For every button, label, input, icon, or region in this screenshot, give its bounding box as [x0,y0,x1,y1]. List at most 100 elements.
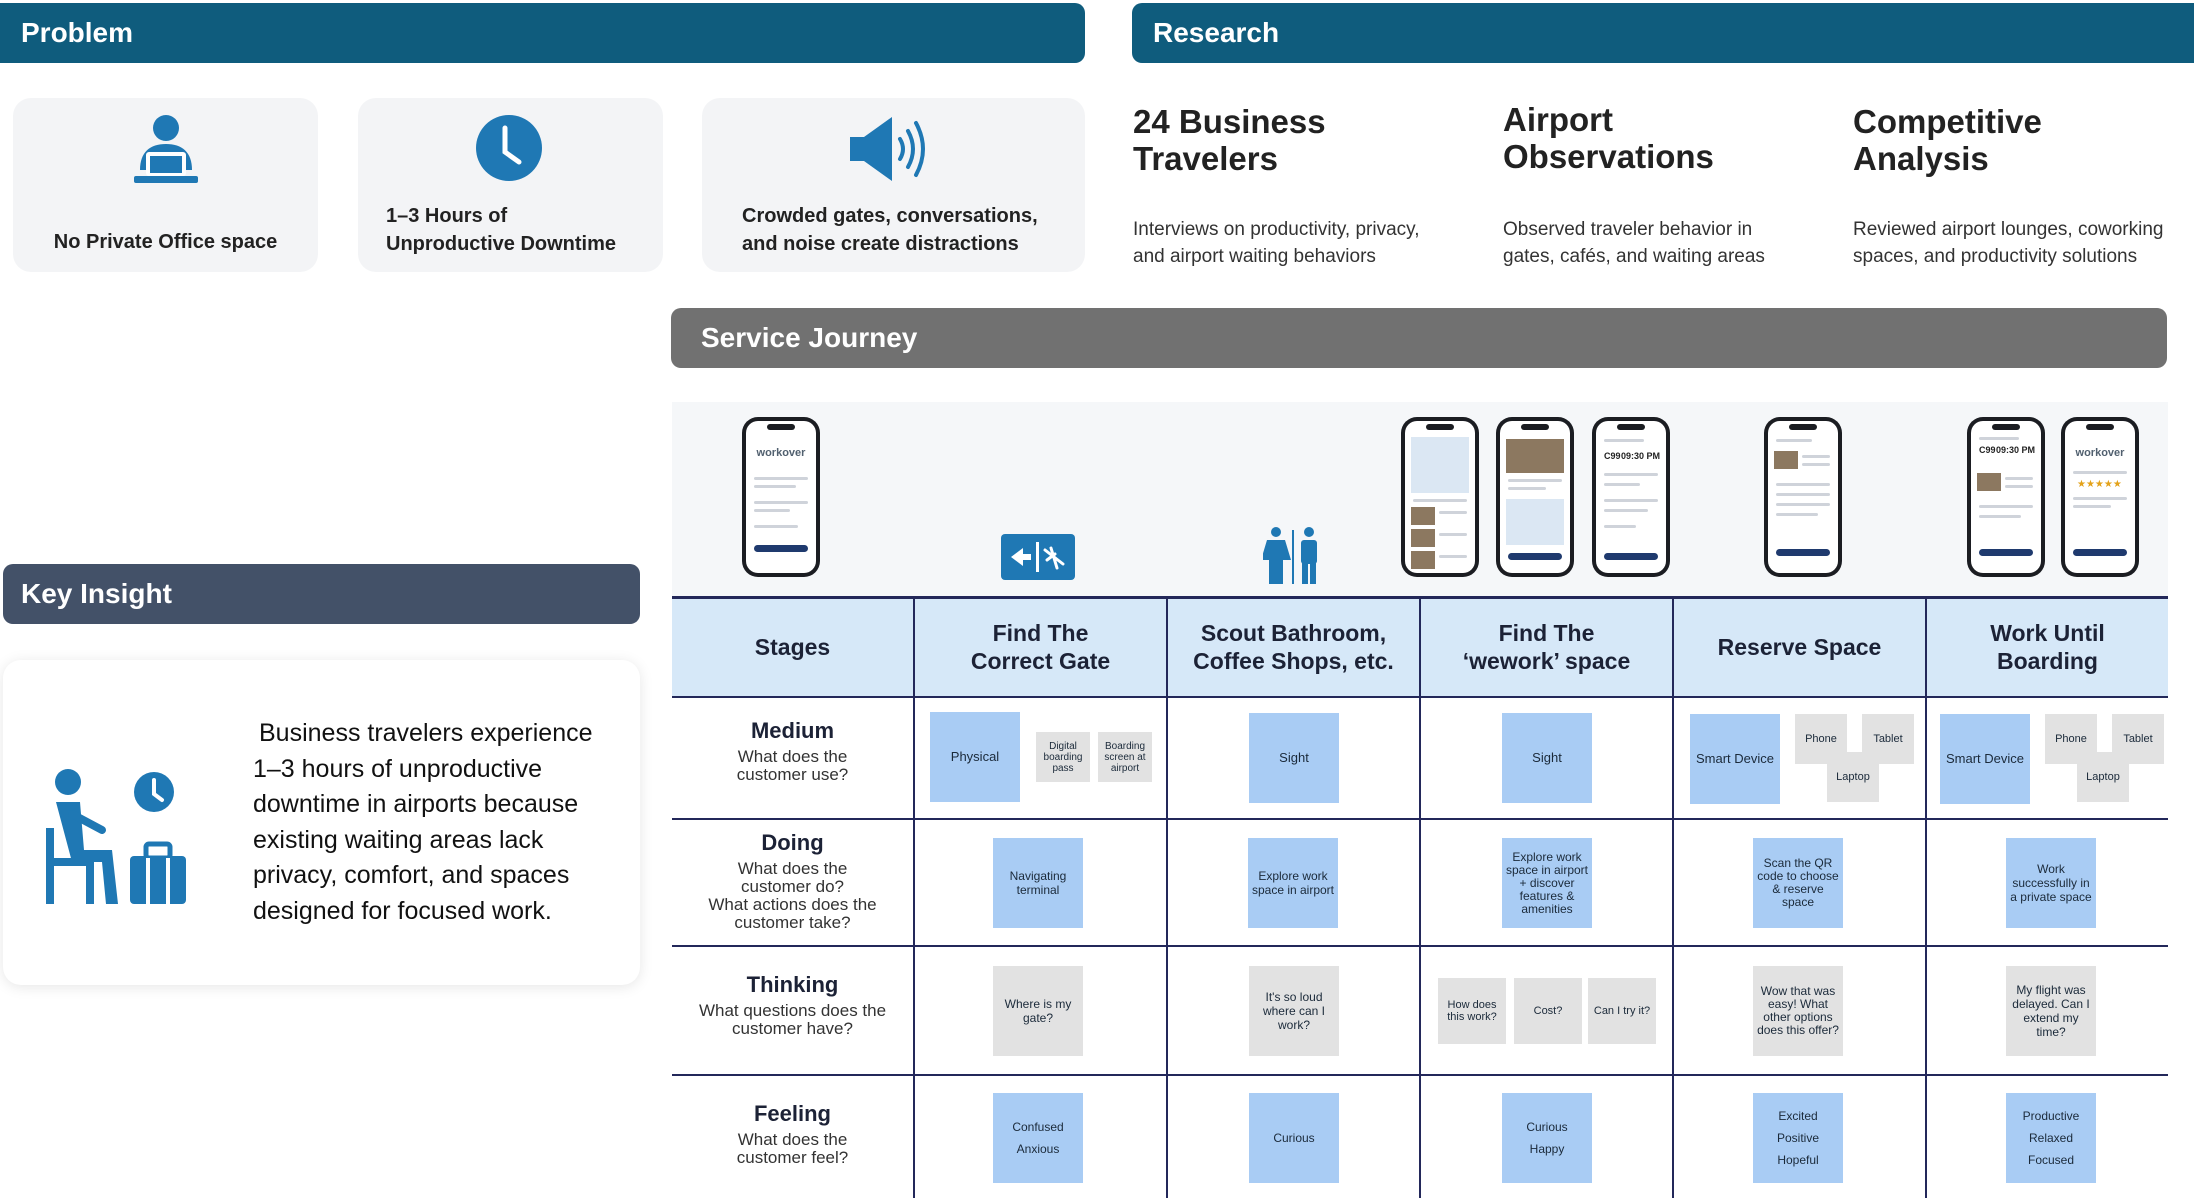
problem-header: Problem [0,3,1085,63]
row-feeling-title: Feeling [753,1101,831,1126]
phone-mockup-reserve [1764,417,1842,577]
feeling-curious: Curious [1273,1131,1315,1145]
sticky-doing-scan-qr: Scan the QR code to choose & reserve spa… [1753,838,1843,928]
problem-downtime-line2: Unproductive Downtime [386,233,617,255]
problem-text-office: No Private Office space [53,231,278,253]
row-head-medium: Medium What does the customer use? [672,718,913,784]
feeling-relaxed: Relaxed [2028,1131,2074,1145]
feeling-focused: Focused [2027,1153,2075,1167]
research-header: Research [1132,3,2194,63]
sticky-thinking-cost: Cost? [1514,978,1582,1044]
stage-reserve-space: Reserve Space [1674,598,1925,696]
stage-work-until-boarding: Work Until Boarding [1927,598,2168,696]
research-title-airport-line1: Airport [1503,101,1613,138]
traveler-waiting-icon [46,769,186,904]
sticky-feeling-work: Productive Relaxed Focused [2006,1093,2096,1183]
sticky-medium-sight-wework: Sight [1502,713,1592,803]
research-desc-competitive-line2: spaces, and productivity solutions [1853,246,2138,267]
sticky-doing-work-private: Work successfully in a private space [2006,838,2096,928]
research-title-airport: Airport Observations [1503,101,1714,175]
stage-scout-line1: Scout Bathroom, [1200,620,1387,646]
sticky-thinking-where-gate: Where is my gate? [993,966,1083,1056]
research-desc-airport-line1: Observed traveler behavior in [1503,219,1753,240]
problem-noise-line1: Crowded gates, conversations, [742,205,1038,227]
sticky-feeling-find-gate: Confused Anxious [993,1093,1083,1183]
sticky-doing-explore-features: Explore work space in airport + discover… [1502,838,1592,928]
sticky-feeling-scout: Curious [1249,1093,1339,1183]
row-doing-sub1: What does the [737,859,848,878]
stage-find-gate-line1: Find The [992,620,1089,646]
row-medium-sub1: What does the [737,747,848,766]
phone-brand: workover [756,447,806,459]
insight-line: designed for focused work. [253,896,552,925]
sticky-thinking-how-works: How does this work? [1438,978,1506,1044]
research-title-travelers-line1: 24 Business [1133,103,1326,140]
key-insight-card: Business travelers experience 1–3 hours … [3,660,640,985]
stage-scout-line2: Coffee Shops, etc. [1193,648,1394,674]
row-doing-sub2: customer do? [741,877,844,896]
research-title-airport-line2: Observations [1503,138,1714,175]
row-medium-title: Medium [750,718,835,743]
phone-time-value: 09:30 PM [1620,451,1660,461]
problem-downtime-line1: 1–3 Hours of [386,205,508,227]
sticky-thinking-so-loud: It's so loud where can I work? [1249,966,1339,1056]
phone-mockup-pass: C99 09:30 PM [1592,417,1670,577]
speaker-icon [850,117,925,181]
phone-mockup-map [1401,417,1479,577]
gate-sign-icon [1001,534,1075,580]
problem-header-label: Problem [21,17,134,48]
feeling-happy: Happy [1529,1142,1565,1156]
sticky-medium-laptop-reserve: Laptop [1827,752,1879,802]
phone-mockup-space [1496,417,1574,577]
grid-line [1672,597,1674,1198]
grid-line [1166,597,1168,1198]
sticky-thinking-try-it: Can I try it? [1588,978,1656,1044]
phone-mockup-booking: C99 09:30 PM [1967,417,2045,577]
insight-line: privacy, comfort, and spaces [253,861,570,889]
sticky-medium-laptop-work: Laptop [2077,752,2129,802]
sticky-medium-physical: Physical [930,712,1020,802]
phone-booking-time: 09:30 PM [1995,445,2035,455]
insight-line: Business travelers experience [259,719,593,747]
feeling-excited: Excited [1778,1109,1818,1123]
feeling-hopeful: Hopeful [1777,1153,1819,1167]
stage-wework-line2: ‘wework’ space [1462,648,1631,674]
phone-mockup-rating: workover ★★★★★ [2061,417,2139,577]
sticky-thinking-easy: Wow that was easy! What other options do… [1753,966,1843,1056]
stage-reserve-line1: Reserve Space [1717,634,1882,660]
service-journey-header: Service Journey [671,308,2167,368]
row-feeling-sub1: What does the [737,1130,848,1149]
sticky-medium-smart-device-reserve: Smart Device [1690,714,1780,804]
phone-rating-brand: workover [2075,447,2125,459]
feeling-confused: Confused [1012,1120,1064,1134]
row-thinking-sub1: What questions does the [698,1001,887,1020]
research-desc-airport: Observed traveler behavior in gates, caf… [1503,216,1765,270]
feeling-anxious: Anxious [1016,1142,1060,1156]
key-insight-text: Business travelers experience 1–3 hours … [253,716,593,929]
research-title-competitive: Competitive Analysis [1853,103,2042,177]
research-title-competitive-line2: Analysis [1853,140,1989,177]
problem-text-downtime: 1–3 Hours of Unproductive Downtime [386,202,663,258]
stage-find-gate-line2: Correct Gate [970,648,1111,674]
row-thinking-sub2: customer have? [732,1019,853,1038]
insight-line: downtime in airports because [253,790,579,818]
sticky-feeling-reserve: Excited Positive Hopeful [1753,1093,1843,1183]
sticky-medium-smart-device-work: Smart Device [1940,714,2030,804]
row-doing-sub4: customer take? [734,913,851,932]
research-header-label: Research [1153,17,1280,48]
key-insight-header-label: Key Insight [21,578,172,609]
grid-line [913,597,915,1198]
research-title-competitive-line1: Competitive [1853,103,2042,140]
restroom-icon [1263,527,1317,584]
sticky-thinking-delayed: My flight was delayed. Can I extend my t… [2006,966,2096,1056]
row-head-feeling: Feeling What does the customer feel? [672,1101,913,1167]
feeling-productive: Productive [2022,1109,2080,1123]
research-title-travelers: 24 Business Travelers [1133,103,1326,177]
stage-find-gate: Find The Correct Gate [915,598,1166,696]
person-laptop-icon [134,115,198,183]
research-desc-travelers: Interviews on productivity, privacy, and… [1133,216,1420,270]
row-thinking-title: Thinking [746,972,839,997]
row-medium-sub2: customer use? [736,765,849,784]
problem-card-noise: Crowded gates, conversations, and noise … [702,98,1085,272]
problem-noise-line2: and noise create distractions [742,233,1019,255]
